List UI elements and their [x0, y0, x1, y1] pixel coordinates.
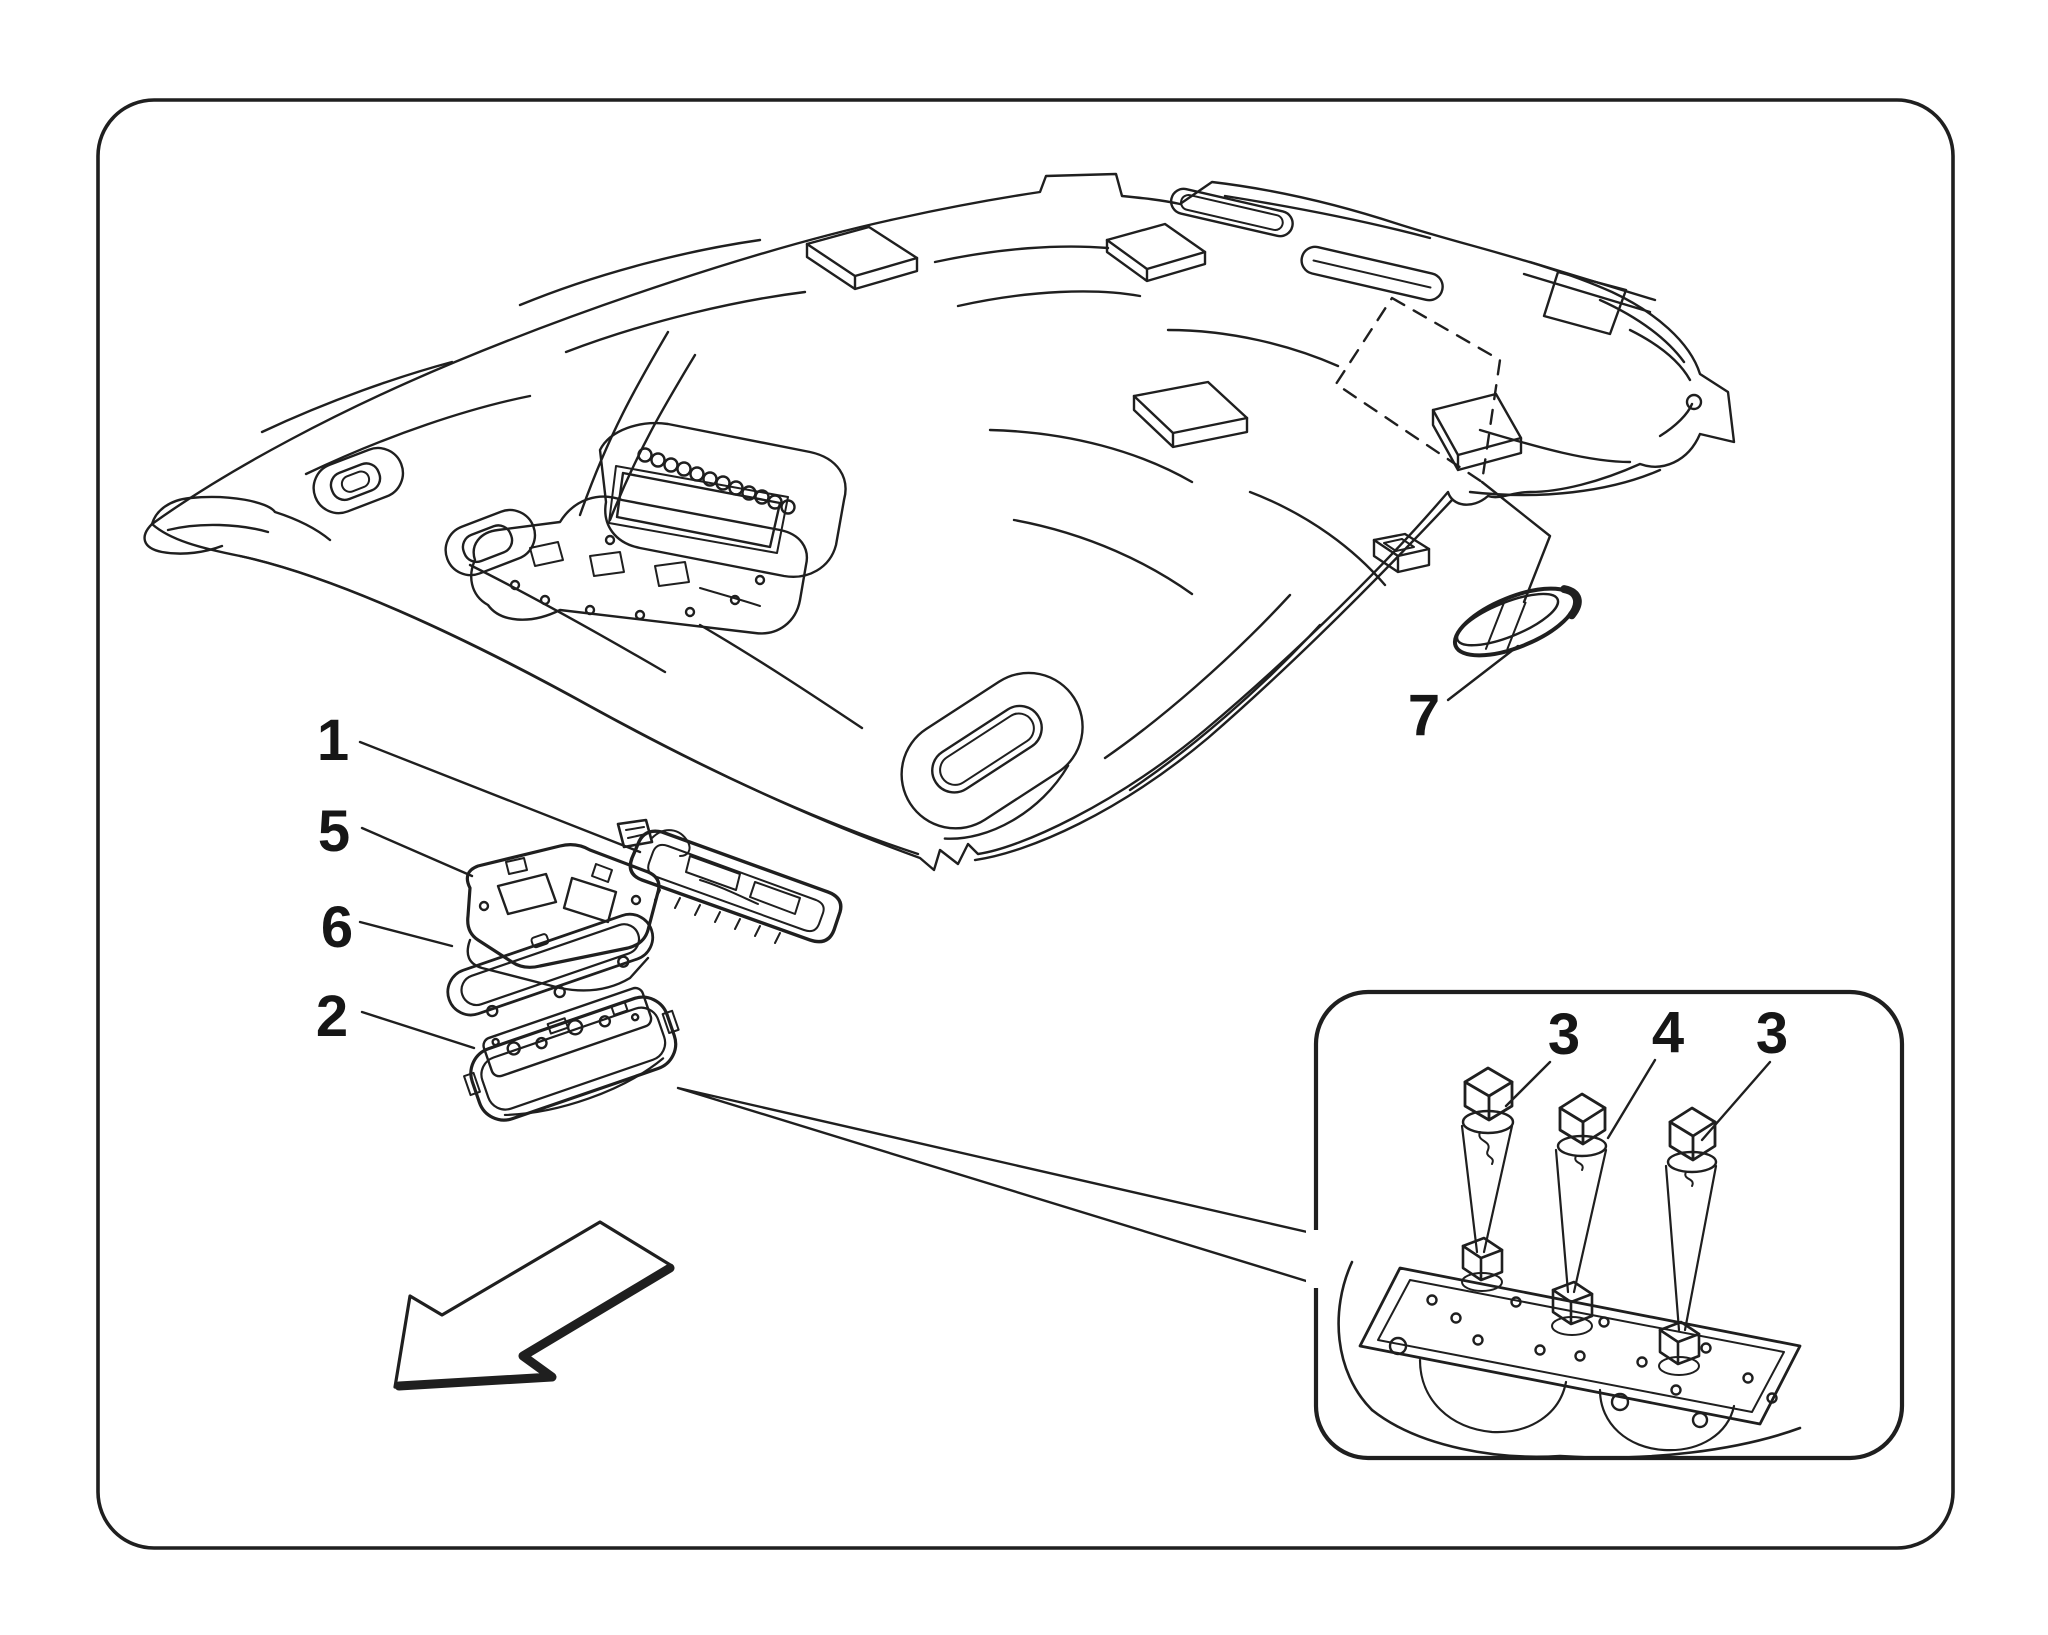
inset-border-gap	[1306, 1230, 1324, 1288]
inset-detail-box	[1313, 989, 1905, 1461]
callout-label-2: 2	[315, 984, 349, 1049]
part-1-bracket	[616, 818, 843, 944]
headliner-outline	[150, 172, 1736, 872]
visor-recess-right	[444, 508, 537, 577]
rear-slot-2	[1300, 245, 1444, 302]
callout-label-5: 5	[317, 799, 351, 864]
diagram-border	[96, 98, 1955, 1550]
callout-1-leader	[358, 740, 642, 854]
callout-label-3a: 3	[1547, 1002, 1581, 1067]
rear-shelf-cube	[1372, 532, 1431, 574]
lamp-circuit-board	[1358, 1266, 1802, 1426]
console-mounting-bracket	[470, 495, 809, 635]
board-socket-3	[1658, 1320, 1701, 1376]
callout-label-4: 4	[1651, 1000, 1685, 1065]
sound-pad-4	[1431, 392, 1523, 472]
callout-5-leader	[360, 826, 474, 878]
part-5-housing	[465, 843, 661, 992]
callout-label-6: 6	[320, 895, 354, 960]
board-socket-1	[1461, 1236, 1504, 1292]
rear-flap-details	[1223, 194, 1703, 464]
callout-3a-leader	[1504, 1060, 1552, 1108]
sound-pad-1	[805, 225, 919, 291]
sound-pad-3	[1132, 380, 1249, 449]
callout-label-3b: 3	[1755, 1001, 1789, 1066]
part7-upper-leader	[1480, 480, 1552, 604]
front-direction-arrow-icon	[393, 1220, 675, 1391]
callout-2-leader	[360, 1010, 476, 1050]
bulb-socket-clip-3	[1666, 1106, 1718, 1187]
callout-4-leader	[1606, 1058, 1657, 1140]
callout-7-leader	[1446, 644, 1520, 702]
callout-label-7: 7	[1407, 683, 1441, 748]
callout-3b-leader	[1700, 1060, 1772, 1142]
inset-pointer-wedge	[676, 1086, 1318, 1286]
grab-handle-recess	[900, 671, 1084, 840]
part-2-lamp-assembly	[463, 986, 680, 1122]
callout-6-leader	[358, 920, 454, 948]
rear-slot-1	[1169, 187, 1294, 238]
part-6-gasket	[446, 912, 655, 1018]
part-7-lens	[1452, 585, 1582, 658]
bulb-socket-clip-2	[1556, 1092, 1608, 1171]
board-socket-2	[1551, 1280, 1594, 1336]
lamp-housing-under-board	[1337, 1260, 1802, 1459]
inset-detail-content	[1337, 1058, 1802, 1459]
hidden-lamp-dashed-outline	[1334, 296, 1502, 484]
sound-pad-2	[1105, 222, 1207, 283]
bulb-socket-clip-1	[1461, 1066, 1515, 1165]
callout-label-1: 1	[316, 708, 350, 773]
headliner-illustration	[143, 172, 1736, 872]
visor-recess-left	[312, 446, 405, 515]
overhead-console-opening	[598, 422, 847, 578]
